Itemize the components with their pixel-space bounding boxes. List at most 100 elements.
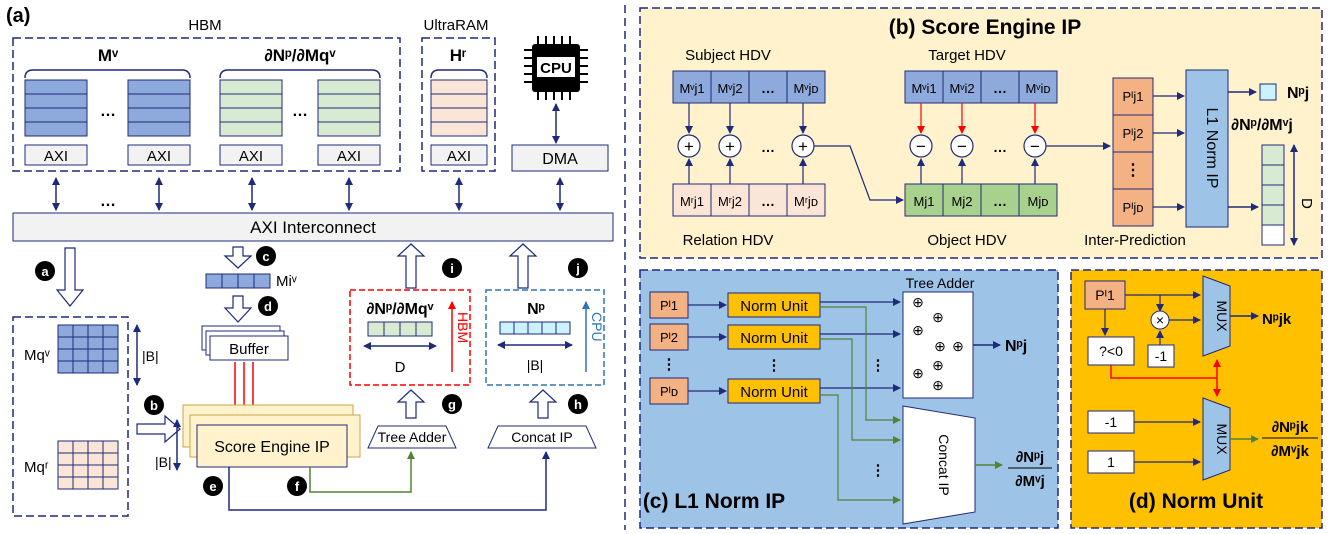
svg-text:⋮: ⋮ (767, 357, 782, 374)
b-size-label: |B| (142, 348, 159, 364)
axi-port-ultraram: AXI (447, 148, 471, 165)
object-hdv-label: Object HDV (927, 232, 1006, 249)
svg-text:Pᴵj1: Pᴵj1 (1123, 89, 1144, 104)
step-f: f (295, 479, 300, 494)
grad-den-d: ∂Mᵛjk (1271, 443, 1310, 460)
svg-text:Pᴵ1: Pᴵ1 (660, 298, 678, 313)
svg-text:⋮: ⋮ (662, 356, 677, 373)
svg-text:Mʳjᴅ: Mʳjᴅ (794, 194, 818, 209)
times-icon: × (1156, 312, 1164, 328)
ultraram-box (421, 37, 496, 172)
step-i: i (450, 261, 454, 276)
cpu-label: CPU (540, 60, 572, 77)
cpu-chip-icon: CPU (524, 36, 588, 100)
svg-text:Mᵛi2: Mᵛi2 (949, 81, 974, 96)
hr-label: Hʳ (450, 46, 467, 65)
svg-text:Mʳj1: Mʳj1 (680, 194, 704, 209)
panel-c-title: (c) L1 Norm IP (643, 490, 785, 513)
step-d: d (264, 299, 272, 314)
ellipsis: … (292, 103, 308, 120)
oplus-icon: ⊕ (952, 338, 964, 354)
svg-text:AXI: AXI (44, 148, 68, 165)
step-c: c (262, 249, 269, 264)
oplus-icon: ⊕ (932, 357, 944, 373)
grad-output-vector (1261, 144, 1285, 246)
svg-text:…: … (761, 193, 775, 209)
grad-denominator: ∂Mᵛj (1015, 473, 1045, 490)
grad-hbm-box (349, 289, 471, 386)
inter-prediction-cells: Pᴵj1 Pᴵj2 ⋮ Pᴵjᴅ (1112, 77, 1154, 227)
oplus-icon: ⊕ (912, 322, 924, 338)
buffer-label: Buffer (229, 341, 269, 358)
navy-path (228, 451, 550, 511)
svg-text:-1: -1 (1105, 414, 1118, 430)
grad-vector (367, 321, 433, 337)
mqv-matrix (57, 324, 119, 374)
b-size-label-3: |B| (527, 357, 544, 373)
ultraram-hr-memory (430, 79, 488, 137)
green-path (309, 451, 415, 493)
target-hdv-cells: Mᵛi1 Mᵛi2 … Mᵛiᴅ (904, 70, 1058, 104)
concat-ip-block (487, 425, 597, 449)
score-engine-stack (182, 404, 361, 468)
svg-text:…: … (761, 139, 775, 155)
panel-d: Pᴵ1 × -1 ?<0 MUX Nᵖjk MUX -1 1 ∂Nᵖjk ∂Mᵛ… (1070, 269, 1323, 529)
svg-text:Mʳj2: Mʳj2 (718, 194, 742, 209)
mv-brace (24, 69, 191, 79)
mqr-label: Mqʳ (24, 459, 49, 476)
svg-text:AXI: AXI (147, 148, 171, 165)
svg-text:-1: -1 (1155, 348, 1168, 364)
panel-d-frame (1070, 269, 1323, 529)
target-hdv-label: Target HDV (928, 47, 1006, 64)
hbm-mv-memory-1 (24, 79, 88, 137)
panel-c-frame (639, 269, 1059, 529)
p1-label: Pᴵ1 (1095, 287, 1115, 303)
grad-mq-label: ∂Nᵖ/∂Mqᵛ (264, 46, 336, 65)
panel-b-title: (b) Score Engine IP (889, 16, 1082, 39)
step-markers: a b c d e f g h i j (35, 246, 588, 496)
subtractor-row: − − − … (909, 103, 1047, 184)
concat-ip-trapezoid (902, 405, 976, 525)
panel-c: Tree Adder Pᴵ1 Pᴵ2 Pᴵᴅ ⋮ Norm Unit Norm … (639, 269, 1059, 529)
oplus-icon: ⊕ (932, 309, 944, 325)
subject-hdv-cells: Mᵛj1 Mᵛj2 … Mᵛjᴅ (672, 70, 826, 104)
mux-top (1202, 275, 1231, 357)
svg-text:AXI: AXI (239, 148, 263, 165)
ultraram-label: UltraRAM (423, 17, 488, 34)
step-h: h (574, 397, 582, 412)
cpu-blue-label: CPU (589, 312, 605, 342)
ellipsis: … (100, 193, 116, 210)
p1-cell (1084, 280, 1126, 310)
mqv-label: Mqᵛ (24, 347, 50, 364)
plus-icon: + (725, 137, 735, 156)
svg-text:Mj2: Mj2 (952, 194, 973, 209)
grad-num-d: ∂Nᵖjk (1272, 419, 1309, 436)
npjk-label: Nᵖjk (1262, 311, 1292, 328)
b-size-label-2: |B| (155, 454, 172, 470)
concat-ip-label: Concat IP (511, 429, 572, 445)
step-g: g (448, 397, 456, 412)
pl-cells: Pᴵ1 Pᴵ2 Pᴵᴅ ⋮ (649, 291, 689, 405)
step-j: j (575, 261, 580, 276)
svg-text:Mjᴅ: Mjᴅ (1028, 194, 1049, 209)
svg-text:…: … (761, 80, 775, 96)
l1-norm-block (1185, 69, 1229, 228)
mux-bottom-label: MUX (1214, 423, 1230, 455)
svg-text:AXI: AXI (337, 148, 361, 165)
oplus-icon: ⊕ (912, 365, 924, 381)
mq-box (12, 316, 129, 517)
panel-a: (a) HBM UltraRAM Mᵛ ∂Nᵖ/∂Mqᵛ … … (6, 5, 614, 517)
bus-arrows (52, 177, 564, 211)
np-cpu-box (485, 289, 605, 386)
mux-bottom (1202, 397, 1231, 481)
hbm-grad-memory-1 (219, 79, 283, 137)
d-dim-label: D (1298, 198, 1315, 209)
svg-text:Mᵛiᴅ: Mᵛiᴅ (1025, 81, 1050, 96)
oplus-icon: ⊕ (934, 338, 946, 354)
svg-text:Norm Unit: Norm Unit (740, 384, 808, 401)
svg-text:…: … (993, 80, 1007, 96)
np-output-label: Nᵖj (1287, 85, 1309, 102)
svg-text:Mᵛj1: Mᵛj1 (679, 81, 704, 96)
svg-text:Pᴵjᴅ: Pᴵjᴅ (1123, 200, 1144, 215)
miv-label: Miᵛ (276, 273, 297, 290)
